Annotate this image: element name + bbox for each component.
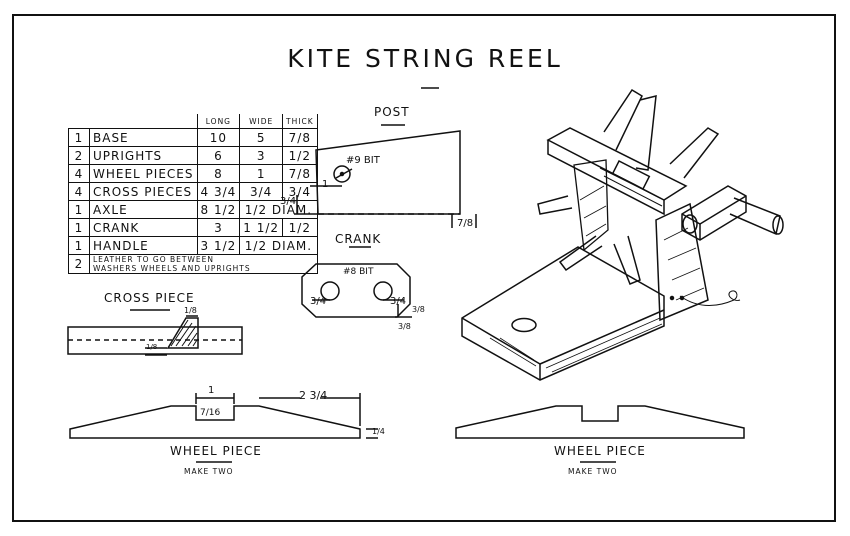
crank-dim-bottom: 3/8	[398, 322, 411, 331]
post-drawing	[294, 124, 477, 228]
thick-cell: 7/8	[282, 164, 318, 183]
wheel-piece-left-drawing	[69, 393, 378, 463]
cross-piece-label: CROSS PIECE	[104, 291, 195, 305]
post-dim-side: 3/4	[280, 196, 297, 207]
post-dim-1: 1	[322, 179, 329, 190]
materials-table: LONG WIDE THICK 1 BASE 10 5 7/8 2 UPRIGH…	[68, 114, 318, 274]
crank-drawing	[301, 246, 412, 318]
wheel-piece-right-label: WHEEL PIECE	[554, 444, 646, 458]
part-name-cell: HANDLE	[89, 236, 198, 255]
note-line: WASHERS WHEELS AND UPRIGHTS	[93, 264, 251, 273]
cross-piece-dim-left: 1/8	[146, 343, 158, 351]
sheet-border	[12, 14, 836, 522]
wide-cell: 1 1/2	[239, 218, 284, 237]
post-label: POST	[374, 105, 410, 119]
wheel-dim-notch-width: 1	[208, 385, 215, 396]
table-row: 2 UPRIGHTS 6 3 1/2	[68, 146, 318, 165]
qty-cell: 4	[68, 182, 90, 201]
cross-piece-dim-top: 1/8	[184, 306, 197, 315]
long-cell: 4 3/4	[196, 182, 241, 201]
post-bit-label: #9 BIT	[346, 155, 380, 166]
crank-bit-label: #8 BIT	[343, 267, 374, 277]
drawing-title: KITE STRING REEL	[287, 44, 563, 73]
thick-cell: 1/2	[282, 218, 318, 237]
wheel-dim-end: 1/4	[372, 427, 385, 436]
table-row: 2 LEATHER TO GO BETWEEN WASHERS WHEELS A…	[68, 254, 318, 274]
wheel-dim-length: 2 3/4	[299, 389, 328, 402]
qty-cell: 1	[68, 236, 90, 255]
qty-cell: 2	[68, 254, 90, 274]
wheel-dim-notch-depth: 7/16	[200, 408, 221, 418]
crank-label: CRANK	[335, 232, 382, 246]
note-line: LEATHER TO GO BETWEEN	[93, 255, 214, 264]
wheel-piece-right-drawing	[455, 405, 745, 463]
qty-cell: 1	[68, 128, 90, 147]
crank-dim-side: 3/8	[412, 305, 425, 314]
crank-dim-left: 3/4	[310, 296, 327, 307]
crank-dim-right: 3/4	[390, 296, 407, 307]
table-header-row: LONG WIDE THICK	[69, 114, 318, 129]
post-dim-bottom: 7/8	[457, 218, 474, 229]
reel-assembly-illustration	[461, 88, 784, 381]
cross-piece-drawing	[67, 309, 243, 356]
part-name-cell: UPRIGHTS	[89, 146, 198, 165]
long-cell: 3 1/2	[196, 236, 241, 255]
note-cell: LEATHER TO GO BETWEEN WASHERS WHEELS AND…	[89, 254, 318, 274]
table-row: 1 AXLE 8 1/2 1/2 DIAM.	[68, 200, 318, 219]
table-row: 1 CRANK 3 1 1/2 1/2	[68, 218, 318, 237]
part-name-cell: WHEEL PIECES	[89, 164, 198, 183]
part-name-cell: CRANK	[89, 218, 198, 237]
table-row: 1 HANDLE 3 1/2 1/2 DIAM.	[68, 236, 318, 255]
wheel-piece-right-note: MAKE TWO	[568, 467, 618, 476]
table-row: 4 WHEEL PIECES 8 1 7/8	[68, 164, 318, 183]
wheel-piece-left-note: MAKE TWO	[184, 467, 234, 476]
wheel-piece-left-label: WHEEL PIECE	[170, 444, 262, 458]
